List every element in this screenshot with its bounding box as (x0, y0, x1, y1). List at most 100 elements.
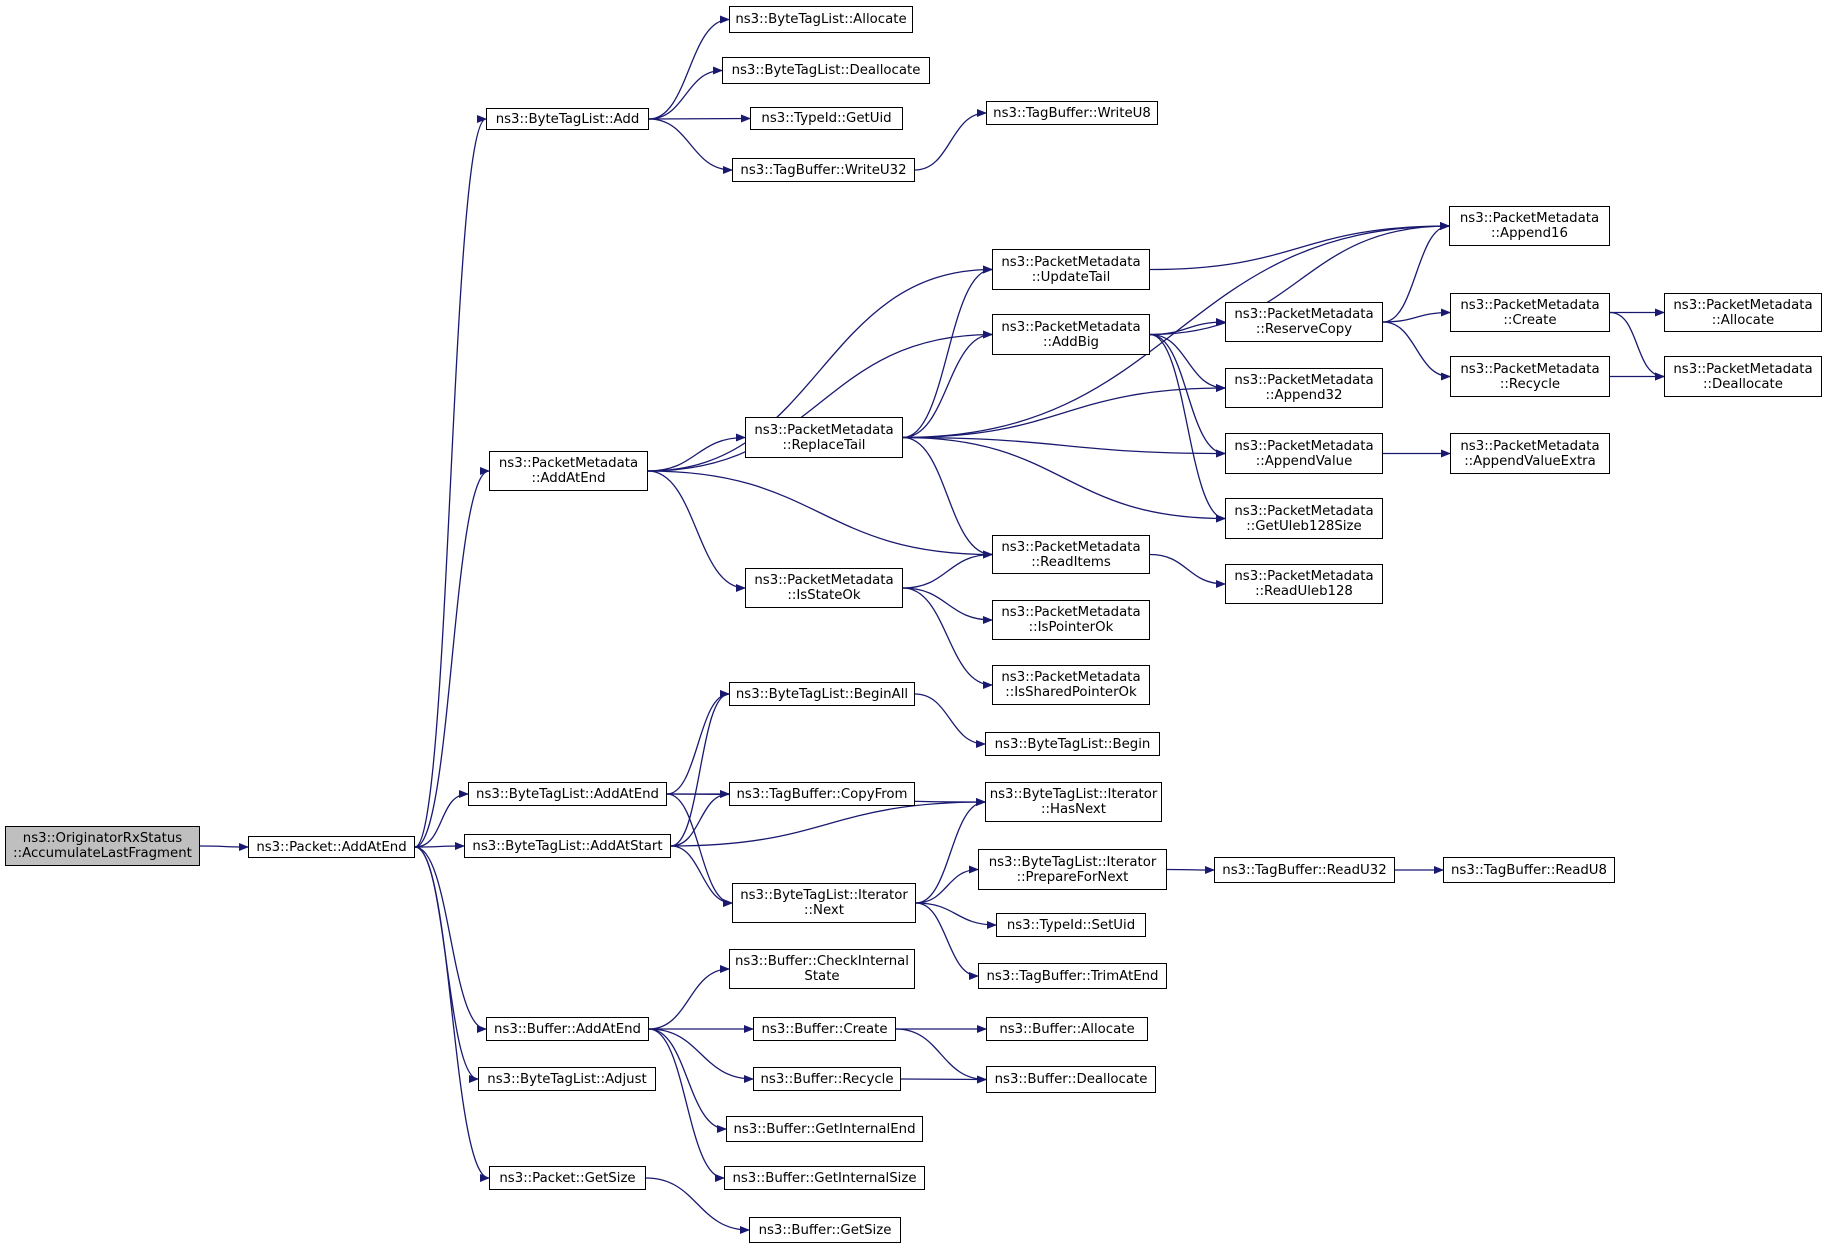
node-pm-append32[interactable]: ns3::PacketMetadata ::Append32 (1225, 368, 1383, 408)
edge-pm-replacetail-to-pm-getuleb128size (902, 436, 1226, 523)
node-pm-isstateok[interactable]: ns3::PacketMetadata ::IsStateOk (745, 568, 903, 608)
edge-btl-addatend-to-btl-beginall (666, 690, 730, 795)
node-buf-checkinternal[interactable]: ns3::Buffer::CheckInternal State (729, 949, 915, 989)
edge-btl-addatstart-to-btl-beginall (670, 690, 730, 847)
edge-btli-prepare-to-tb-readu32 (1166, 865, 1215, 874)
edge-pm-addbig-to-pm-reservecopy (1149, 318, 1226, 336)
node-typeid-setuid[interactable]: ns3::TypeId::SetUid (996, 913, 1146, 937)
edge-pm-addatend-to-pm-addbig (647, 330, 993, 472)
node-tb-writeu8[interactable]: ns3::TagBuffer::WriteU8 (986, 101, 1158, 125)
node-btl-begin[interactable]: ns3::ByteTagList::Begin (985, 732, 1160, 756)
edge-btl-addatend-to-btli-next (666, 793, 733, 907)
edge-btl-add-to-tb-writeu32 (648, 118, 733, 174)
edge-btl-beginall-to-btl-begin (914, 693, 986, 748)
node-pm-issharedpointerok[interactable]: ns3::PacketMetadata ::IsSharedPointerOk (992, 665, 1150, 705)
edge-pkt-addatend-to-btl-add (414, 115, 487, 848)
edge-buf-recycle-to-buf-deallocate (900, 1075, 987, 1084)
edge-pm-replacetail-to-pm-appendvalue (902, 436, 1226, 458)
edge-btli-next-to-tb-trimatend (915, 902, 979, 980)
edge-buf-addatend-to-buf-recycle (648, 1028, 754, 1083)
edge-btli-next-to-typeid-setuid (915, 902, 997, 929)
edge-buf-create-to-buf-deallocate (895, 1028, 987, 1084)
node-btl-adjust[interactable]: ns3::ByteTagList::Adjust (478, 1067, 656, 1091)
node-pm-addbig[interactable]: ns3::PacketMetadata ::AddBig (992, 314, 1150, 355)
edge-pkt-addatend-to-pm-addatend (414, 467, 490, 848)
node-btli-hasnext[interactable]: ns3::ByteTagList::Iterator ::HasNext (985, 782, 1162, 822)
edge-btli-next-to-btli-hasnext (915, 798, 986, 904)
edge-pm-isstateok-to-pm-issharedpointerok (902, 587, 993, 689)
node-btl-beginall[interactable]: ns3::ByteTagList::BeginAll (729, 682, 915, 706)
edge-pm-addbig-to-pm-append32 (1149, 333, 1226, 392)
node-btl-addatstart[interactable]: ns3::ByteTagList::AddAtStart (464, 834, 671, 858)
node-pm-recycle[interactable]: ns3::PacketMetadata ::Recycle (1450, 356, 1610, 397)
edge-buf-addatend-to-buf-getinternalsize (648, 1028, 725, 1182)
node-btl-allocate[interactable]: ns3::ByteTagList::Allocate (729, 6, 913, 33)
edge-buf-addatend-to-buf-getinternalend (648, 1028, 727, 1133)
edge-pkt-addatend-to-btl-addatend (414, 790, 469, 848)
edge-pkt-addatend-to-buf-addatend (414, 846, 487, 1033)
node-buf-allocate[interactable]: ns3::Buffer::Allocate (986, 1017, 1148, 1041)
node-typeid-getuid[interactable]: ns3::TypeId::GetUid (750, 107, 903, 130)
node-tb-writeu32[interactable]: ns3::TagBuffer::WriteU32 (732, 158, 915, 182)
node-buf-deallocate[interactable]: ns3::Buffer::Deallocate (986, 1066, 1156, 1093)
node-btli-next[interactable]: ns3::ByteTagList::Iterator ::Next (732, 883, 916, 923)
node-buf-addatend[interactable]: ns3::Buffer::AddAtEnd (486, 1017, 649, 1041)
node-tb-readu32[interactable]: ns3::TagBuffer::ReadU32 (1214, 857, 1395, 883)
edge-pm-addbig-to-pm-appendvalue (1149, 333, 1226, 458)
edge-tb-writeu32-to-tb-writeu8 (914, 109, 987, 171)
node-btl-add[interactable]: ns3::ByteTagList::Add (486, 108, 649, 130)
node-tb-trimatend[interactable]: ns3::TagBuffer::TrimAtEnd (978, 963, 1167, 989)
node-buf-recycle[interactable]: ns3::Buffer::Recycle (753, 1067, 901, 1091)
node-root: ns3::OriginatorRxStatus ::AccumulateLast… (5, 826, 200, 866)
edge-pm-isstateok-to-pm-readitems (902, 550, 993, 589)
edge-pm-replacetail-to-pm-append16 (902, 222, 1450, 439)
edge-btl-addatstart-to-btli-next (670, 845, 733, 907)
edge-pm-addbig-to-pm-getuleb128size (1149, 333, 1226, 523)
edge-pkt-getsize-to-buf-getsize (645, 1177, 750, 1234)
edge-pm-addatend-to-pm-isstateok (647, 470, 746, 592)
edge-pkt-addatend-to-btl-addatstart (414, 842, 465, 851)
edge-pm-reservecopy-to-pm-append16 (1382, 222, 1450, 323)
edge-btl-add-to-btl-allocate (648, 15, 730, 120)
edge-pm-replacetail-to-pm-append32 (902, 384, 1226, 439)
node-pm-appendvalue[interactable]: ns3::PacketMetadata ::AppendValue (1225, 433, 1383, 474)
node-tb-copyfrom[interactable]: ns3::TagBuffer::CopyFrom (729, 782, 915, 806)
node-pm-readuleb128[interactable]: ns3::PacketMetadata ::ReadUleb128 (1225, 564, 1383, 604)
edge-pm-readitems-to-pm-readuleb128 (1149, 553, 1226, 588)
edge-pm-replacetail-to-pm-updatetail (902, 265, 993, 439)
edge-pm-addatend-to-pm-updatetail (647, 265, 993, 472)
node-buf-getsize[interactable]: ns3::Buffer::GetSize (749, 1217, 901, 1243)
node-pkt-getsize[interactable]: ns3::Packet::GetSize (489, 1166, 646, 1190)
node-buf-create[interactable]: ns3::Buffer::Create (753, 1017, 896, 1041)
node-btl-deallocate[interactable]: ns3::ByteTagList::Deallocate (722, 57, 930, 84)
node-pm-appendvalueextra[interactable]: ns3::PacketMetadata ::AppendValueExtra (1450, 433, 1610, 474)
edge-pm-updatetail-to-pm-append16 (1149, 222, 1450, 271)
node-pm-replacetail[interactable]: ns3::PacketMetadata ::ReplaceTail (745, 417, 903, 458)
edge-pm-create-to-pm-deallocate (1609, 311, 1665, 381)
node-pm-create[interactable]: ns3::PacketMetadata ::Create (1450, 293, 1610, 332)
node-btli-prepare[interactable]: ns3::ByteTagList::Iterator ::PrepareForN… (978, 849, 1167, 890)
edge-pm-replacetail-to-pm-readitems (902, 436, 993, 559)
node-pm-ispointerok[interactable]: ns3::PacketMetadata ::IsPointerOk (992, 600, 1150, 640)
node-btl-addatend[interactable]: ns3::ByteTagList::AddAtEnd (468, 782, 667, 806)
node-pm-getuleb128size[interactable]: ns3::PacketMetadata ::GetUleb128Size (1225, 498, 1383, 539)
edge-btl-addatstart-to-btli-hasnext (670, 798, 986, 847)
node-pm-readitems[interactable]: ns3::PacketMetadata ::ReadItems (992, 535, 1150, 574)
node-pm-updatetail[interactable]: ns3::PacketMetadata ::UpdateTail (992, 249, 1150, 290)
node-buf-getinternalsize[interactable]: ns3::Buffer::GetInternalSize (724, 1166, 925, 1190)
node-pm-append16[interactable]: ns3::PacketMetadata ::Append16 (1449, 206, 1610, 246)
node-pkt-addatend[interactable]: ns3::Packet::AddAtEnd (248, 836, 415, 858)
node-buf-getinternalend[interactable]: ns3::Buffer::GetInternalEnd (726, 1116, 923, 1142)
node-pm-allocate[interactable]: ns3::PacketMetadata ::Allocate (1664, 293, 1822, 332)
node-pm-deallocate[interactable]: ns3::PacketMetadata ::Deallocate (1664, 356, 1822, 397)
node-pm-reservecopy[interactable]: ns3::PacketMetadata ::ReserveCopy (1225, 302, 1383, 342)
edge-root-to-pkt-addatend (199, 842, 249, 851)
node-pm-addatend[interactable]: ns3::PacketMetadata ::AddAtEnd (489, 451, 648, 491)
edge-btl-add-to-typeid-getuid (648, 114, 751, 123)
edge-btli-next-to-btli-prepare (915, 865, 979, 904)
node-tb-readu8[interactable]: ns3::TagBuffer::ReadU8 (1443, 857, 1615, 883)
edge-pm-replacetail-to-pm-addbig (902, 330, 993, 439)
edge-pm-reservecopy-to-pm-recycle (1382, 321, 1451, 381)
